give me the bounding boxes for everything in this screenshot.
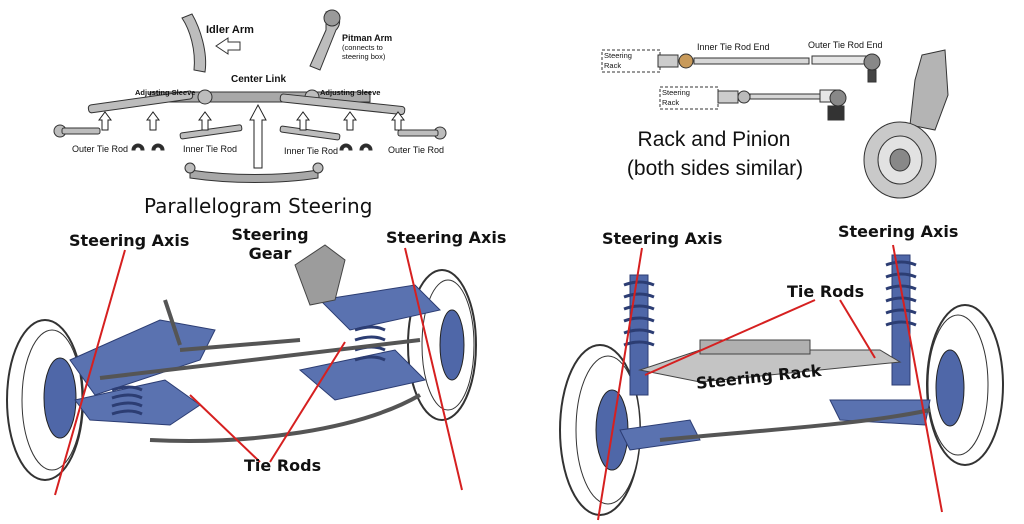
parallelogram-steering-title: Parallelogram Steering (144, 194, 373, 218)
label-outer-tie-rod-end: Outer Tie Rod End (808, 40, 883, 50)
adjusting-sleeve-left-part (87, 90, 194, 114)
idler-arm-part (181, 13, 207, 73)
rack-pinion-suspension-illustration (559, 254, 1004, 516)
steering-axis-lines-right (597, 244, 943, 521)
label-pitman-arm: Pitman Arm (342, 33, 393, 43)
label-outer-tie-rod-right: Outer Tie Rod (388, 145, 445, 155)
label-adjusting-sleeve-right: Adjusting Sleeve (320, 88, 381, 97)
label-steering-gear-1: Steering (231, 225, 309, 244)
parallelogram-linkage-diagram (53, 9, 447, 183)
label-inner-tie-rod-left: Inner Tie Rod (183, 144, 238, 154)
label-tie-rods-right: Tie Rods (787, 282, 865, 301)
steering-axis-lines-left (54, 247, 463, 496)
label-steering-axis-bl-left: Steering Axis (69, 231, 190, 250)
label-steering-rack-b-1: Steering (662, 88, 690, 97)
label-idler-arm: Idler Arm (206, 24, 254, 36)
label-steering-axis-br-right: Steering Axis (838, 222, 959, 241)
rack-and-pinion-title-line1: Rack and Pinion (637, 128, 791, 151)
rack-and-pinion-title-line2: (both sides similar) (626, 157, 804, 180)
adjusting-sleeve-right-part (279, 93, 406, 115)
label-inner-tie-rod-end: Inner Tie Rod End (697, 42, 770, 52)
label-center-link: Center Link (231, 74, 287, 85)
label-steering-axis-br-left: Steering Axis (602, 229, 723, 248)
label-inner-tie-rod-right: Inner Tie Rod (284, 146, 339, 156)
pointer-arrows (98, 103, 405, 169)
label-steering-gear-2: Gear (248, 244, 292, 263)
label-steering-rack-a-1: Steering (604, 51, 632, 60)
parallelogram-suspension-illustration (6, 244, 477, 481)
label-outer-tie-rod-left: Outer Tie Rod (72, 144, 129, 154)
label-tie-rods-left: Tie Rods (244, 456, 322, 475)
label-pitman-note-2: steering box) (342, 52, 386, 61)
label-steering-rack-a-2: Rack (604, 61, 622, 70)
label-steering-rack-b-2: Rack (662, 98, 680, 107)
label-pitman-note-1: (connects to (342, 43, 383, 52)
rack-and-pinion-diagram (601, 49, 949, 199)
label-adjusting-sleeve-left: Adjusting Sleeve (135, 88, 196, 97)
label-steering-axis-bl-right: Steering Axis (386, 228, 507, 247)
